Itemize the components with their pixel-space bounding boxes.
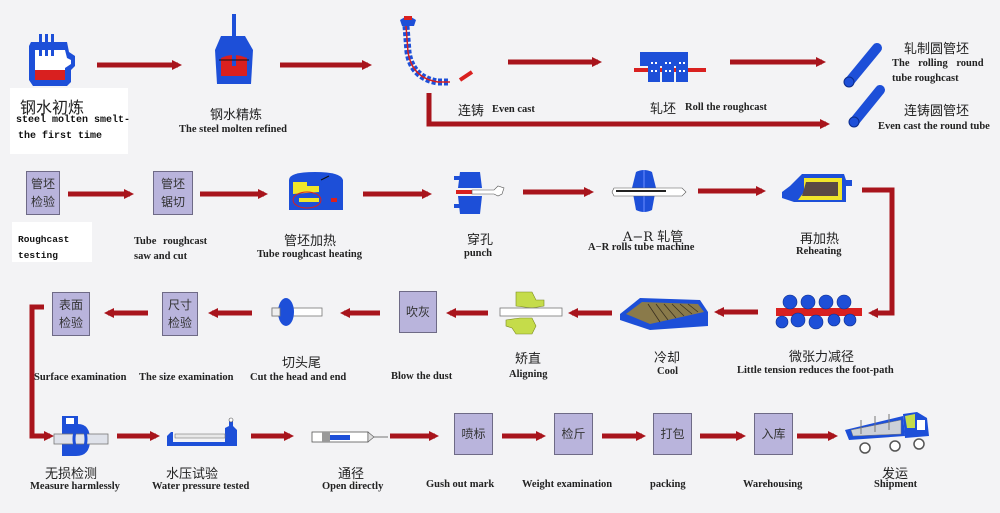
step-label-en: Cut the head and end — [250, 372, 347, 383]
step-label-en: Open directly — [322, 481, 384, 492]
step-label-cn: 钢水精炼 — [210, 108, 263, 123]
step-label-cn: 水压试验 — [166, 467, 219, 482]
step-label-en: The rolling round — [892, 58, 984, 69]
ladle-refining-icon — [215, 14, 253, 84]
box-text: 入库 — [761, 427, 786, 441]
step-label-cn: 再加热 — [800, 232, 840, 247]
step-label-en: tube roughcast — [892, 73, 959, 84]
step-label-en: Cool — [657, 366, 678, 377]
box-text: 检验 — [167, 316, 192, 330]
step-label-cn: 管坯加热 — [284, 234, 337, 249]
drift-gauge-icon — [311, 431, 388, 443]
step-label-cn: 连铸 — [458, 104, 485, 119]
step-label-en: Shipment — [874, 479, 918, 490]
round-billet-icon — [843, 43, 882, 88]
arrow — [862, 187, 895, 318]
step-label-en: the first time — [18, 131, 103, 142]
step-label-cn: 发运 — [882, 467, 909, 482]
box-text: 打包 — [660, 427, 685, 441]
step-label-cn: 冷却 — [654, 351, 681, 366]
step-label-en: Gush out mark — [426, 479, 495, 490]
rotary-furnace-icon — [289, 172, 343, 210]
box-text: 检验 — [58, 316, 83, 330]
hydro-tester-icon — [167, 417, 237, 446]
box-text: 尺寸 — [167, 298, 192, 312]
step-label-cn: 切头尾 — [282, 356, 322, 371]
step-label-cn: 无损检测 — [45, 467, 98, 482]
step-label-cn: 轧坯 — [650, 102, 677, 117]
label-background — [12, 222, 92, 262]
process-box: 管坯锯切 — [153, 171, 193, 215]
step-label-cn: 通径 — [338, 467, 365, 482]
round-billet-icon — [848, 85, 885, 128]
converter-furnace-icon — [29, 34, 75, 86]
step-label-cn: 微张力减径 — [789, 350, 855, 365]
process-box: 吹灰 — [399, 291, 437, 333]
step-label-en: Measure harmlessly — [30, 481, 120, 492]
truck-icon — [845, 412, 929, 454]
box-text: 表面 — [58, 298, 83, 312]
step-label-en: A−R rolls tube machine — [588, 242, 695, 253]
step-label-cn: 连铸圆管坯 — [904, 104, 970, 119]
step-label-en: Aligning — [509, 369, 548, 380]
step-label-en: The steel molten refined — [179, 124, 287, 135]
step-label-en: Weight examination — [522, 479, 613, 490]
step-label-en: Tube roughcast heating — [257, 249, 363, 260]
cutter-icon — [271, 298, 323, 326]
step-label-cn: 穿孔 — [467, 233, 494, 248]
step-label-en: packing — [650, 479, 686, 490]
process-box: 管坯检验 — [26, 171, 60, 215]
rolling-mill-icon — [634, 52, 706, 82]
step-label-en: Roughcast — [18, 234, 70, 245]
ndt-probe-icon — [53, 416, 109, 456]
step-label-en: Tube roughcast — [134, 236, 208, 247]
step-label-en: saw and cut — [134, 251, 188, 262]
process-box: 尺寸检验 — [162, 292, 198, 336]
box-text: 检验 — [30, 195, 55, 209]
arrow — [29, 304, 54, 441]
step-label-en: Even cast — [492, 104, 535, 115]
box-text: 吹灰 — [405, 305, 430, 319]
step-label-en: Warehousing — [743, 479, 803, 490]
box-text: 锯切 — [160, 195, 185, 209]
box-text: 管坯 — [30, 177, 55, 191]
step-label-en: Even cast the round tube — [878, 121, 990, 132]
step-label-en: Reheating — [796, 246, 842, 257]
box-text: 管坯 — [160, 177, 185, 191]
step-label-en: Little tension reduces the foot-path — [737, 365, 894, 376]
step-label-cn: A−R 轧管 — [623, 230, 684, 245]
box-text: 喷标 — [461, 427, 486, 441]
process-box: 检斤 — [554, 413, 593, 455]
cooling-bed-icon — [620, 298, 708, 330]
step-label-en: testing — [18, 250, 58, 261]
step-label-cn: 轧制圆管坯 — [904, 42, 970, 57]
step-label-en: The size examination — [139, 372, 234, 383]
continuous-caster-icon — [400, 16, 474, 86]
step-label-en: punch — [464, 248, 493, 259]
reheating-furnace-icon — [782, 174, 852, 202]
process-box: 喷标 — [454, 413, 493, 455]
tube-rolling-mill-icon — [611, 170, 687, 212]
arrow — [426, 93, 830, 129]
step-label-en: Roll the roughcast — [685, 102, 768, 113]
box-text: 检斤 — [561, 427, 586, 441]
step-label-cn: 矫直 — [515, 352, 542, 367]
straightener-icon — [499, 291, 563, 335]
stretch-reducer-icon — [775, 294, 862, 330]
process-box: 表面检验 — [52, 292, 90, 336]
label-background — [10, 88, 128, 154]
process-box: 打包 — [653, 413, 692, 455]
step-label-en: Surface examination — [34, 372, 127, 383]
step-label-en: Water pressure tested — [152, 481, 250, 492]
piercing-mill-icon — [454, 172, 505, 214]
step-label-cn: 钢水初炼 — [20, 98, 85, 117]
step-label-en: Blow the dust — [391, 371, 453, 382]
step-label-en: steel molten smelt- — [16, 115, 131, 126]
process-box: 入库 — [754, 413, 793, 455]
